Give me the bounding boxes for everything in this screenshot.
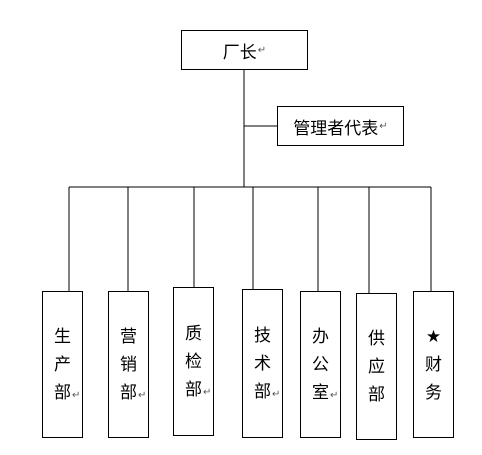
paragraph-mark-icon: ↵ <box>272 388 281 400</box>
department-char: 应 <box>368 356 385 377</box>
department-char: 技 <box>254 325 271 346</box>
department-node-2: 营 销 部↵ <box>108 291 149 438</box>
paragraph-mark-icon: ↵ <box>330 389 339 401</box>
department-node-4: 技 术 部↵ <box>242 289 283 438</box>
root-node: 厂长↵ <box>181 30 308 70</box>
department-char: 部 <box>254 381 271 402</box>
department-char: 检 <box>185 351 202 372</box>
department-char: 生 <box>54 326 71 347</box>
root-label: 厂长 <box>222 42 257 63</box>
star-icon: ★ <box>425 326 442 347</box>
department-char: 销 <box>120 354 137 375</box>
department-char: 务 <box>425 382 442 403</box>
paragraph-mark-icon: ↵ <box>257 44 267 56</box>
department-char: 部 <box>54 382 71 403</box>
department-char: 部 <box>368 384 385 405</box>
department-node-5: 办 公 室↵ <box>300 291 341 438</box>
department-node-1: 生 产 部↵ <box>42 291 83 438</box>
department-char: 部 <box>120 382 137 403</box>
department-char: 产 <box>54 354 71 375</box>
department-char: 质 <box>185 323 202 344</box>
department-char: 办 <box>312 326 329 347</box>
department-char: 公 <box>312 354 329 375</box>
department-node-3: 质 检 部↵ <box>173 287 214 436</box>
department-char: 术 <box>254 353 271 374</box>
department-char: 供 <box>368 328 385 349</box>
representative-node: 管理者代表↵ <box>277 106 404 146</box>
department-node-6: 供 应 部 <box>356 293 397 440</box>
department-char: 室 <box>312 382 329 403</box>
department-char: 部 <box>185 379 202 400</box>
paragraph-mark-icon: ↵ <box>138 389 147 401</box>
department-node-7: ★ 财 务 <box>413 291 454 438</box>
paragraph-mark-icon: ↵ <box>203 386 212 398</box>
paragraph-mark-icon: ↵ <box>379 120 388 132</box>
paragraph-mark-icon: ↵ <box>72 389 81 401</box>
department-char: 营 <box>120 326 137 347</box>
department-char: 财 <box>425 354 442 375</box>
representative-label: 管理者代表 <box>293 118 379 139</box>
